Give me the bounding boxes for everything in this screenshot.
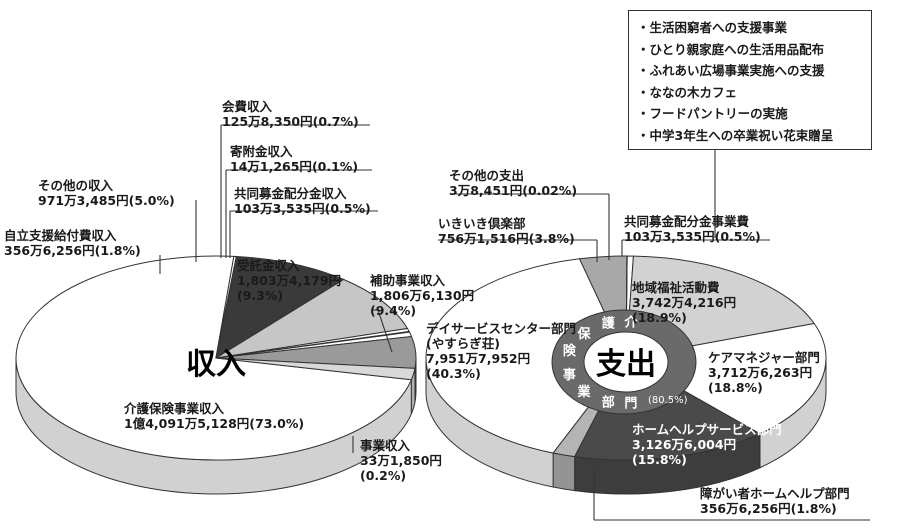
income-pie-title: 収入 — [186, 347, 246, 382]
income-slice-8 — [215, 357, 416, 381]
ring-char: 護 — [602, 316, 616, 332]
support-item: ・ななの木カフェ — [637, 84, 738, 100]
label-jigyo: 事業収入 33万1,850円 (0.2%) — [360, 438, 442, 483]
expense-side-4 — [552, 452, 576, 492]
label-sonota-expense: その他の支出 3万8,451円(0.02%) — [449, 168, 578, 198]
leader-lines — [159, 124, 870, 521]
label-caremanager: ケアマネジャー部門 3,712万6,263円 (18.8%) — [708, 350, 820, 395]
ring-char: 部 — [602, 394, 615, 410]
income-slice-0 — [15, 255, 413, 461]
label-sonota-income: その他の収入 971万3,485円(5.0%) — [38, 178, 175, 208]
label-kyodo-income: 共同募金配分金収入 103万3,535円(0.5%) — [234, 186, 371, 216]
support-item: ・フードパントリーの実施 — [637, 106, 788, 121]
expense-pie-chart: 介護保険事業部門 (80.5%) — [425, 255, 827, 495]
label-itaku: 受託金収入 1,803万4,179円 (9.3%) — [237, 258, 342, 303]
label-kaihi: 会費収入 125万8,350円(0.7%) — [222, 99, 359, 129]
label-shogaisha: 障がい者ホームヘルプ部門 356万6,256円(1.8%) — [700, 486, 850, 516]
income-pie-chart — [15, 255, 417, 495]
label-chiiki: 地域福祉活動費 3,742万4,216円 (18.9%) — [632, 280, 737, 325]
label-dayservice: デイサービスセンター部門 (やすらぎ荘) 7,951万7,952円 (40.3%… — [426, 321, 577, 381]
support-item: ・中学3年生への卒業祝い花束贈呈 — [637, 127, 834, 143]
label-homehelp: ホームヘルプサービス部門 3,126万6,004円 (15.8%) — [632, 422, 782, 467]
label-kyodo-expense: 共同募金配分金事業費 103万3,535円(0.5%) — [624, 214, 761, 244]
support-item: ・ふれあい広場事業実施への支援 — [637, 63, 825, 78]
support-item: ・ひとり親家庭への生活用品配布 — [637, 41, 825, 57]
ring-char: 業 — [576, 384, 591, 400]
label-jiritsu: 自立支援給付費収入 356万6,256円(1.8%) — [4, 228, 141, 258]
ring-char: 保 — [576, 326, 591, 342]
ring-char: 険 — [563, 343, 577, 359]
leader-line — [377, 309, 393, 353]
care-insurance-ring: 介護保険事業部門 (80.5%) — [551, 309, 697, 415]
label-hojo: 補助事業収入 1,806万6,130円 (9.4%) — [370, 273, 475, 318]
expense-slice-5 — [425, 258, 627, 454]
label-kifukin: 寄附金収入 14万1,265円(0.1%) — [230, 144, 359, 174]
support-item: ・生活困窮者への支援事業 — [637, 20, 788, 35]
ring-char: 門 — [624, 397, 637, 412]
label-ikiiki: いきいき倶楽部 756万1,516円(3.8%) — [438, 216, 575, 246]
ring-char: 事 — [563, 367, 576, 383]
ring-char: 介 — [623, 314, 638, 330]
income-slice-3 — [215, 278, 409, 359]
income-slice-2 — [215, 256, 345, 360]
label-kaigo-income: 介護保険事業収入 1億4,091万5,128円(73.0%) — [124, 401, 305, 431]
support-items-box: ・生活困窮者への支援事業 ・ひとり親家庭への生活用品配布 ・ふれあい広場事業実施… — [628, 10, 872, 150]
ring-percent: (80.5%) — [648, 395, 688, 406]
expense-pie-title: 支出 — [596, 347, 656, 382]
